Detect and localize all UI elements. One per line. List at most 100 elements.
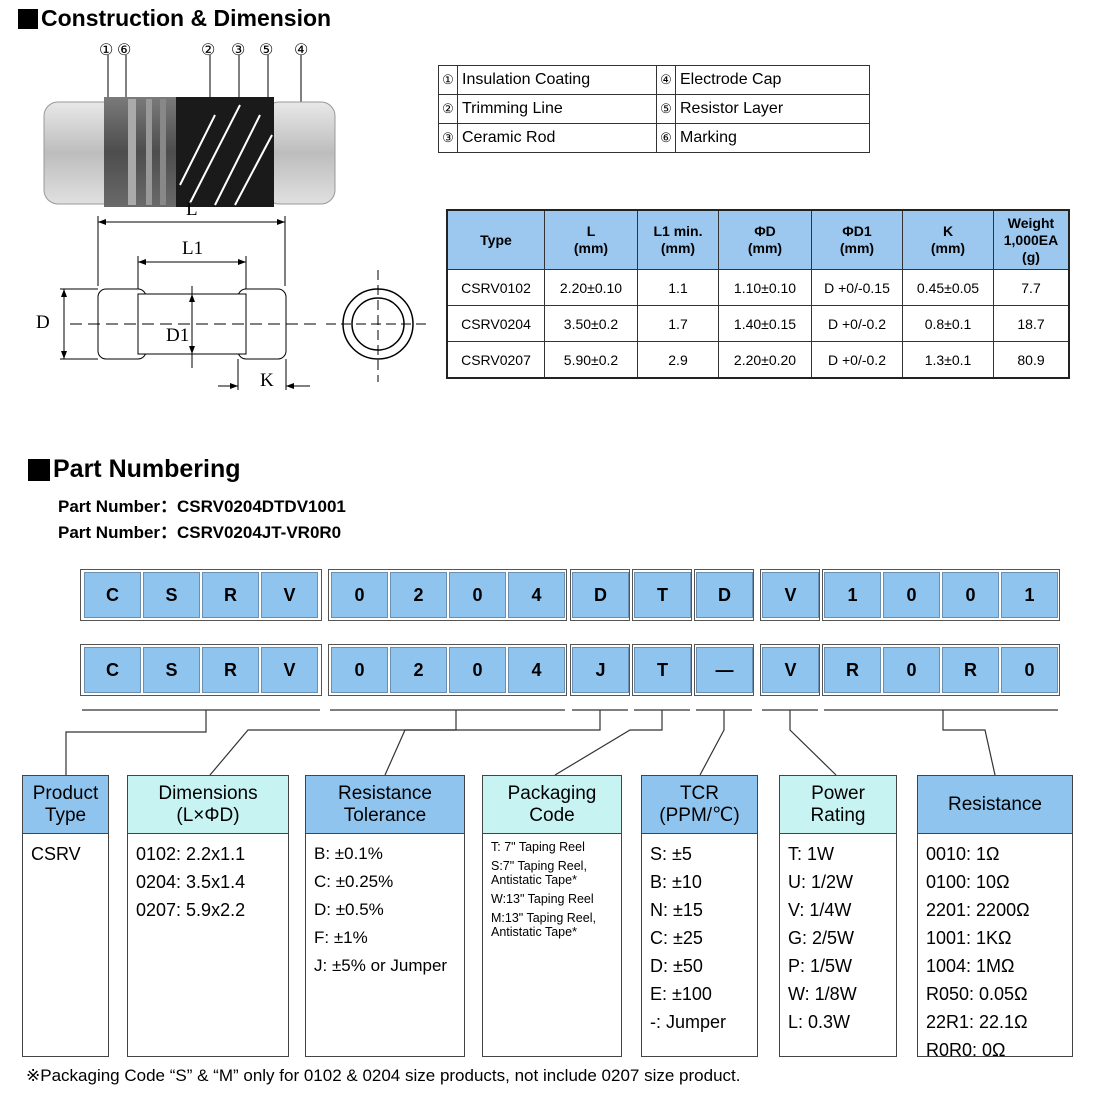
table-row: CSRV0204 3.50±0.2 1.7 1.40±0.15 D +0/-0.… — [446, 305, 1070, 342]
construction-title: Construction & Dimension — [18, 5, 331, 32]
tolerance-list: B: ±0.1% C: ±0.25% D: ±0.5% F: ±1% J: ±5… — [306, 834, 464, 986]
tolerance-header: Resistance Tolerance — [306, 776, 464, 834]
dim-label-L: L — [186, 199, 198, 220]
resistance-list: 0010: 1Ω 0100: 10Ω 2201: 2200Ω 1001: 1KΩ… — [918, 834, 1072, 1070]
spec-header-L1: L1 min. (mm) — [637, 209, 719, 270]
legend-num: ① — [438, 65, 458, 95]
product-type-header: Product Type — [23, 776, 108, 834]
dim-label-K: K — [260, 370, 274, 391]
legend-label: Electrode Cap — [675, 65, 870, 95]
code-cell: T — [634, 572, 691, 618]
code-group-frame — [570, 644, 630, 696]
code-cell: C — [84, 572, 141, 618]
code-cell: S — [143, 647, 200, 693]
code-group-frame — [760, 644, 820, 696]
list-item: N: ±15 — [650, 900, 703, 920]
code-cell: 2 — [390, 647, 447, 693]
legend-num: ⑤ — [656, 94, 676, 124]
spec-header-L: L (mm) — [544, 209, 638, 270]
power-rating-header: Power Rating — [780, 776, 896, 834]
spec-cell: 1.40±0.15 — [718, 305, 812, 342]
resistor-construction-illustration — [43, 55, 336, 207]
code-cell: R — [824, 647, 881, 693]
list-item: 0207: 5.9x2.2 — [136, 900, 246, 920]
tolerance-box: Resistance Tolerance B: ±0.1% C: ±0.25% … — [305, 775, 465, 1057]
code-cell: R — [202, 572, 259, 618]
power-rating-list: T: 1W U: 1/2W V: 1/4W G: 2/5W P: 1/5W W:… — [780, 834, 896, 1042]
dimension-spec-table: Type L (mm) L1 min. (mm) ΦD (mm) ΦD1 (mm… — [446, 209, 1070, 379]
list-item: 22R1: 22.1Ω — [926, 1012, 1028, 1032]
spec-cell: 0.45±0.05 — [902, 269, 994, 306]
list-item: G: 2/5W — [788, 928, 855, 948]
code-cell: 0 — [449, 647, 506, 693]
spec-cell: D +0/-0.2 — [811, 305, 903, 342]
part-numbering-title-text: Part Numbering — [53, 455, 241, 483]
code-connector-lines — [65, 709, 1058, 776]
table-row: CSRV0207 5.90±0.2 2.9 2.20±0.20 D +0/-0.… — [446, 341, 1070, 379]
table-row: CSRV0102 2.20±0.10 1.1 1.10±0.10 D +0/-0… — [446, 269, 1070, 306]
marker-2: ② — [201, 42, 216, 59]
code-cell: D — [696, 572, 753, 618]
spec-cell: 1.1 — [637, 269, 719, 306]
spec-cell: CSRV0204 — [446, 305, 545, 342]
code-group-frame — [822, 569, 1060, 621]
list-item: T: 1W — [788, 844, 835, 864]
spec-cell: 18.7 — [993, 305, 1070, 342]
code-cell: R — [202, 647, 259, 693]
code-cell: 0 — [331, 572, 388, 618]
list-item: S: ±5 — [650, 844, 692, 864]
legend-row: ② Trimming Line ⑤ Resistor Layer — [438, 94, 870, 124]
code-group-frame — [570, 569, 630, 621]
dim-label-L1: L1 — [182, 238, 204, 259]
component-legend-table: ① Insulation Coating ④ Electrode Cap ② T… — [438, 65, 870, 153]
product-type-box: Product Type CSRV — [22, 775, 109, 1057]
code-cell: V — [762, 572, 819, 618]
dimensions-list: 0102: 2.2x1.1 0204: 3.5x1.4 0207: 5.9x2.… — [128, 834, 288, 930]
tcr-box: TCR (PPM/℃) S: ±5 B: ±10 N: ±15 C: ±25 D… — [641, 775, 758, 1057]
marker-6: ⑥ — [117, 42, 132, 59]
code-cell: 0 — [883, 572, 940, 618]
legend-row: ③ Ceramic Rod ⑥ Marking — [438, 123, 870, 153]
code-cell: J — [572, 647, 629, 693]
marker-1: ① — [99, 42, 114, 59]
code-cell: 4 — [508, 572, 565, 618]
spec-header-type: Type — [446, 209, 545, 270]
code-cell: S — [143, 572, 200, 618]
packaging-footnote: ※Packaging Code “S” & “M” only for 0102 … — [26, 1066, 741, 1085]
code-cell: — — [696, 647, 753, 693]
code-group-frame — [632, 644, 692, 696]
code-cell: 4 — [508, 647, 565, 693]
tcr-list: S: ±5 B: ±10 N: ±15 C: ±25 D: ±50 E: ±10… — [642, 834, 757, 1042]
list-item: S:7" Taping Reel, Antistatic Tape* — [491, 859, 587, 887]
legend-label: Insulation Coating — [457, 65, 657, 95]
spec-cell: 1.3±0.1 — [902, 341, 994, 379]
code-cell: 1 — [1001, 572, 1058, 618]
list-item: B: ±10 — [650, 872, 702, 892]
code-cell: 0 — [1001, 647, 1058, 693]
spec-cell: 5.90±0.2 — [544, 341, 638, 379]
list-item: 1004: 1MΩ — [926, 956, 1015, 976]
legend-num: ⑥ — [656, 123, 676, 153]
marker-4: ④ — [294, 42, 309, 59]
list-item: W:13" Taping Reel — [491, 892, 594, 906]
section-square-icon — [28, 458, 50, 481]
dim-label-D: D — [36, 312, 50, 333]
list-item: 1001: 1KΩ — [926, 928, 1012, 948]
spec-header-row: Type L (mm) L1 min. (mm) ΦD (mm) ΦD1 (mm… — [446, 209, 1070, 270]
code-group-frame — [694, 569, 754, 621]
dim-label-D1: D1 — [166, 325, 190, 346]
spec-cell: D +0/-0.2 — [811, 341, 903, 379]
list-item: 0010: 1Ω — [926, 844, 1000, 864]
construction-title-text: Construction & Dimension — [41, 5, 332, 31]
code-cell: 0 — [883, 647, 940, 693]
code-group-frame — [328, 569, 567, 621]
code-cell: V — [762, 647, 819, 693]
code-group-frame — [632, 569, 692, 621]
spec-cell: CSRV0207 — [446, 341, 545, 379]
spec-cell: 3.50±0.2 — [544, 305, 638, 342]
list-item: V: 1/4W — [788, 900, 852, 920]
code-cell: 1 — [824, 572, 881, 618]
resistance-header: Resistance — [918, 776, 1072, 834]
marker-3: ③ — [231, 42, 246, 59]
legend-row: ① Insulation Coating ④ Electrode Cap — [438, 65, 870, 95]
